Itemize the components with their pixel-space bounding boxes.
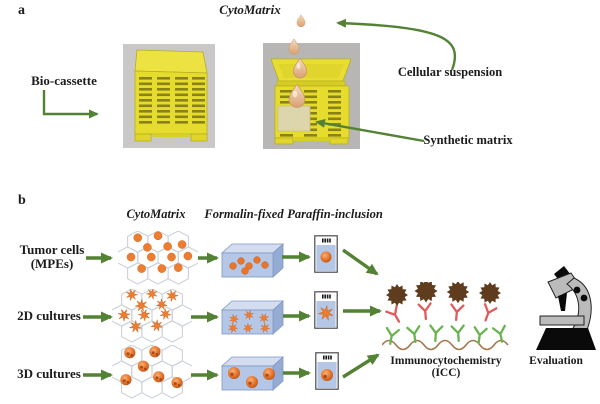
slide-barcode	[322, 238, 331, 243]
synthetic-matrix-label: Synthetic matrix	[423, 133, 513, 147]
droplets-icon	[288, 14, 308, 108]
paraffin-slide-tumor	[314, 235, 338, 273]
column-header-formalin-fixed: Formalin-fixed	[204, 207, 284, 221]
primary-antibodies-green	[383, 324, 510, 347]
panel-a-title: CytoMatrix	[219, 2, 281, 17]
spheroid-cells	[120, 346, 183, 389]
formalin-box-2d	[221, 300, 285, 335]
formalin-box-3d	[221, 356, 285, 391]
formalin-box-tumor	[221, 243, 285, 278]
panel-a-label: a	[18, 3, 25, 18]
row-label-2d-cultures: 2D cultures	[17, 308, 81, 323]
cell-membrane-wavy-line	[382, 339, 509, 351]
microscope-icon	[536, 266, 596, 350]
round-cells	[126, 231, 193, 273]
panel-b-label: b	[18, 193, 26, 208]
row-label-3d-cultures: 3D cultures	[17, 366, 81, 381]
bio-cassette-arrow	[42, 90, 99, 119]
row-label-line1: Tumor cells	[19, 242, 85, 257]
slide-barcode	[322, 294, 331, 299]
hexagon-cluster-2d	[112, 289, 192, 343]
icc-label: Immunocytochemistry (ICC)	[390, 355, 502, 380]
bio-cassette-label: Bio-cassette	[31, 73, 97, 88]
hexagon-cluster-3d	[112, 345, 192, 399]
row-label-line2: (MPEs)	[30, 255, 74, 271]
cellular-suspension-label: Cellular suspension	[397, 65, 503, 79]
evaluation-label: Evaluation	[529, 355, 583, 367]
column-header-paraffin-inclusion: Paraffin-inclusion	[287, 207, 383, 221]
slide-barcode	[323, 355, 332, 360]
paraffin-slide-3d	[315, 352, 339, 390]
row-label-tumor-cells: Tumor cells (MPEs)	[6, 243, 98, 270]
icc-antibody-graphic	[382, 282, 510, 351]
bio-cassette-closed-photo	[123, 44, 215, 148]
column-header-cytomatrix: CytoMatrix	[126, 207, 186, 221]
paraffin-slide-2d	[314, 291, 338, 329]
spread-cells	[115, 289, 181, 335]
secondary-antibodies-red	[385, 302, 498, 326]
antigens-brown	[386, 282, 501, 306]
hexagon-cluster-tumor-cells	[118, 231, 198, 285]
